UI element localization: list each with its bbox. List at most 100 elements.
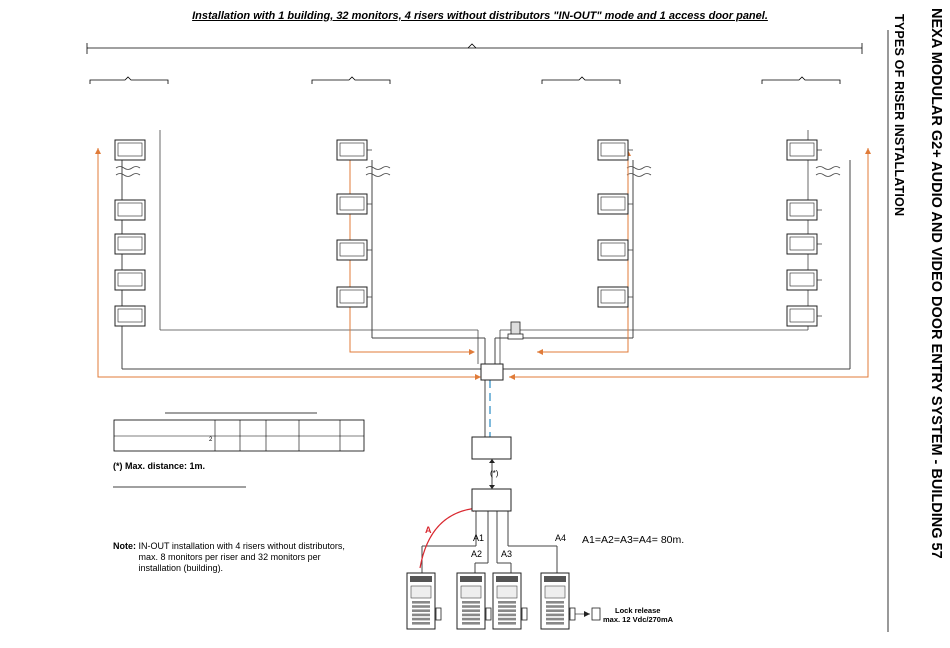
door-panel-button <box>498 617 516 621</box>
door-panel-button <box>412 601 430 604</box>
monitor-screen <box>117 308 143 323</box>
monitors <box>114 139 818 327</box>
door-panels <box>406 572 601 630</box>
door-panel-button <box>546 622 564 625</box>
note-text: IN-OUT installation with 4 risers withou… <box>138 541 345 573</box>
link-symbol: (*) <box>490 469 499 478</box>
door-panel-button <box>498 613 516 617</box>
monitor-screen <box>117 272 143 287</box>
monitor-screen <box>600 242 626 257</box>
door-panel-button <box>462 617 480 621</box>
orange-arrow-right-2 <box>475 374 481 380</box>
door-panel-display <box>496 585 518 599</box>
max-distance-text: Max. distance: 1m. <box>125 461 206 471</box>
door-panel-camera <box>496 576 518 582</box>
door-panel-button <box>412 609 430 612</box>
door-panel-button <box>462 605 480 608</box>
installation-note: Note: IN-OUT installation with 4 risers … <box>113 541 345 574</box>
cable-table <box>113 419 365 452</box>
orange-arrow-right-1 <box>469 349 475 355</box>
door-panel-button <box>412 622 430 625</box>
door-panel-button <box>462 622 480 625</box>
orange-arrow-up-1 <box>95 148 101 154</box>
max-distance-symbol: (*) <box>113 461 123 471</box>
door-panel-display <box>544 585 566 599</box>
note-label: Note: <box>113 541 136 551</box>
door-panel-camera <box>410 576 432 582</box>
label-a4: A4 <box>555 533 566 543</box>
hub-box <box>480 363 504 381</box>
door-panel-button <box>546 609 564 612</box>
door-panel-button <box>462 609 480 612</box>
door-panel-button <box>546 605 564 608</box>
lock-icon-3 <box>521 607 528 621</box>
door-panel-button <box>412 605 430 608</box>
label-a3: A3 <box>501 549 512 559</box>
monitor-screen <box>600 196 626 211</box>
monitor-screen <box>339 242 365 257</box>
orange-cable-left <box>97 148 475 378</box>
page-title: Installation with 1 building, 32 monitor… <box>192 10 768 22</box>
distance-formula: A1=A2=A3=A4= 80m. <box>582 534 684 546</box>
door-panel-button <box>412 617 430 621</box>
riser-break-bottom <box>115 173 141 177</box>
riser-break-top <box>115 166 141 170</box>
power-supply-base <box>507 333 524 340</box>
red-curve <box>419 507 479 569</box>
door-panel-button <box>498 605 516 608</box>
monitor-screen <box>117 202 143 217</box>
door-panel-button <box>498 601 516 604</box>
distributor-box <box>471 488 512 512</box>
door-panel-button <box>462 613 480 617</box>
orange-arrow-up-4 <box>865 148 871 154</box>
lock-release-icon <box>591 607 601 621</box>
door-panel-button <box>498 622 516 625</box>
monitor-screen <box>789 236 815 251</box>
orange-arrow-left-1 <box>537 349 543 355</box>
riser-break-top <box>815 166 841 170</box>
monitor-screen <box>789 308 815 323</box>
door-panel-button <box>546 613 564 617</box>
door-panel-camera <box>460 576 482 582</box>
lock-icon-2 <box>485 607 492 621</box>
label-a2: A2 <box>471 549 482 559</box>
door-panel-button <box>546 617 564 621</box>
monitor-screen <box>117 142 143 157</box>
monitor-screen <box>789 142 815 157</box>
label-a1: A1 <box>473 533 484 543</box>
riser-break-top <box>626 166 652 170</box>
door-panel-button <box>462 601 480 604</box>
table-superscript: 2 <box>209 437 213 443</box>
lock-release-arrow <box>584 611 590 617</box>
controller-box <box>471 436 512 460</box>
monitor-screen <box>339 196 365 211</box>
orange-cable-left-inner <box>349 150 470 353</box>
link-arrow-down <box>489 485 495 489</box>
riser-break-bottom <box>365 173 391 177</box>
lock-release-spec: max. 12 Vdc/270mA <box>603 615 674 624</box>
monitor-screen <box>789 272 815 287</box>
orange-cable-right-inner <box>537 150 629 353</box>
riser-bracket-2 <box>311 76 391 84</box>
monitor-screen <box>339 289 365 304</box>
orange-cables <box>95 148 871 380</box>
riser-break-bottom <box>626 173 652 177</box>
orange-arrow-left-2 <box>509 374 515 380</box>
lock-icon-4 <box>569 607 576 621</box>
door-panel-button <box>498 609 516 612</box>
monitor-screen <box>339 142 365 157</box>
riser-break-bottom <box>815 173 841 177</box>
orange-cable-right <box>509 148 869 378</box>
riser-bracket-4 <box>761 76 841 84</box>
monitor-screen <box>600 142 626 157</box>
equipment-boxes <box>471 321 524 512</box>
link-arrow-up <box>489 459 495 463</box>
door-panel-camera <box>544 576 566 582</box>
lock-release-label: Lock release <box>615 606 660 615</box>
dimension-apex <box>467 43 477 49</box>
door-panel-button <box>412 613 430 617</box>
door-panel-button <box>546 601 564 604</box>
diagram-labels: A1 A2 A3 A4 A (*) A1=A2=A3=A4= 80m. Lock… <box>209 437 684 624</box>
